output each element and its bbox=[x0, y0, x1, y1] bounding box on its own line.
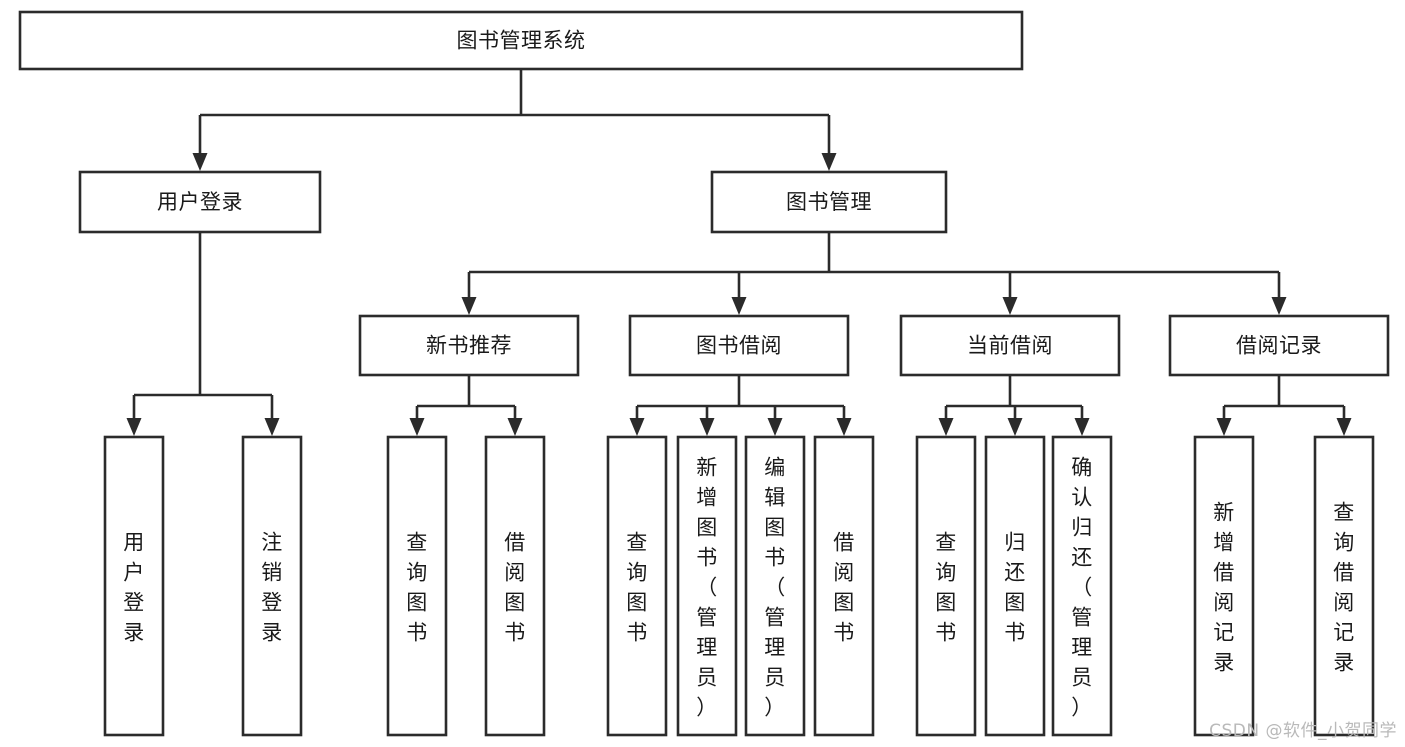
csdn-watermark: CSDN @软件_小贺同学 bbox=[1209, 721, 1397, 741]
node-box-leaf-edit-book[interactable] bbox=[744, 435, 806, 737]
node-label-leaf-query-record: 查询借阅记录 bbox=[1333, 500, 1355, 674]
node-label-borrow-records: 借阅记录 bbox=[1236, 334, 1322, 358]
node-new-book-recommend[interactable]: 新书推荐 bbox=[358, 314, 580, 377]
node-box-user-login[interactable] bbox=[78, 170, 322, 234]
arrow-head-icon bbox=[1216, 418, 1232, 436]
arrow-head-icon bbox=[1336, 418, 1352, 436]
node-label-leaf-edit-book: 编辑图书（管理员） bbox=[764, 455, 786, 719]
node-box-new-book-recommend[interactable] bbox=[358, 314, 580, 377]
arrow-head-icon bbox=[264, 418, 280, 436]
arrow-head-icon bbox=[731, 297, 747, 315]
node-leaf-edit-book[interactable]: 编辑图书（管理员） bbox=[744, 435, 806, 737]
node-box-leaf-query-book-2[interactable] bbox=[606, 435, 668, 737]
node-leaf-borrow-book-1[interactable]: 借阅图书 bbox=[484, 435, 546, 737]
node-box-leaf-confirm-return[interactable] bbox=[1051, 435, 1113, 737]
node-box-leaf-query-book-3[interactable] bbox=[915, 435, 977, 737]
node-label-book-management: 图书管理 bbox=[786, 190, 872, 214]
node-leaf-add-record[interactable]: 新增借阅记录 bbox=[1193, 435, 1255, 737]
node-user-login[interactable]: 用户登录 bbox=[78, 170, 322, 234]
node-root[interactable]: 图书管理系统 bbox=[18, 10, 1024, 71]
arrow-head-icon bbox=[938, 418, 954, 436]
node-label-leaf-query-book-2: 查询图书 bbox=[626, 530, 648, 644]
node-label-leaf-add-book: 新增图书（管理员） bbox=[696, 455, 718, 719]
connector-group-user-login bbox=[126, 232, 280, 436]
node-label-leaf-borrow-book-1: 借阅图书 bbox=[504, 530, 526, 644]
node-box-leaf-add-book[interactable] bbox=[676, 435, 738, 737]
node-leaf-logout[interactable]: 注销登录 bbox=[241, 435, 303, 737]
node-label-leaf-query-book-1: 查询图书 bbox=[406, 530, 428, 644]
node-label-current-borrow: 当前借阅 bbox=[967, 334, 1053, 358]
node-label-leaf-return-book: 归还图书 bbox=[1004, 530, 1026, 644]
node-box-borrow-records[interactable] bbox=[1168, 314, 1390, 377]
connector-group-book-management bbox=[461, 232, 1287, 315]
node-leaf-add-book[interactable]: 新增图书（管理员） bbox=[676, 435, 738, 737]
node-box-leaf-borrow-book-1[interactable] bbox=[484, 435, 546, 737]
arrow-head-icon bbox=[1007, 418, 1023, 436]
node-label-leaf-logout: 注销登录 bbox=[261, 530, 283, 644]
node-label-leaf-confirm-return: 确认归还（管理员） bbox=[1071, 455, 1093, 719]
connector-group-borrow-records bbox=[1216, 375, 1352, 436]
node-leaf-user-login[interactable]: 用户登录 bbox=[103, 435, 165, 737]
node-label-leaf-add-record: 新增借阅记录 bbox=[1213, 500, 1235, 674]
node-box-leaf-query-record[interactable] bbox=[1313, 435, 1375, 737]
node-leaf-confirm-return[interactable]: 确认归还（管理员） bbox=[1051, 435, 1113, 737]
arrow-head-icon bbox=[821, 153, 837, 171]
node-box-book-management[interactable] bbox=[710, 170, 948, 234]
connector-group-new-book-recommend bbox=[409, 375, 523, 436]
arrow-head-icon bbox=[629, 418, 645, 436]
arrow-head-icon bbox=[699, 418, 715, 436]
arrow-head-icon bbox=[836, 418, 852, 436]
node-label-leaf-query-book-3: 查询图书 bbox=[935, 530, 957, 644]
node-leaf-query-book-3[interactable]: 查询图书 bbox=[915, 435, 977, 737]
node-leaf-borrow-book-2[interactable]: 借阅图书 bbox=[813, 435, 875, 737]
node-box-leaf-logout[interactable] bbox=[241, 435, 303, 737]
node-label-book-borrow: 图书借阅 bbox=[696, 334, 782, 358]
connector-layer bbox=[126, 69, 1352, 436]
node-label-user-login: 用户登录 bbox=[157, 190, 243, 214]
node-box-root[interactable] bbox=[18, 10, 1024, 71]
connector-group-current-borrow bbox=[938, 375, 1090, 436]
node-box-book-borrow[interactable] bbox=[628, 314, 850, 377]
arrow-head-icon bbox=[1271, 297, 1287, 315]
node-label-leaf-user-login: 用户登录 bbox=[123, 530, 145, 644]
node-book-management[interactable]: 图书管理 bbox=[710, 170, 948, 234]
node-box-leaf-user-login[interactable] bbox=[103, 435, 165, 737]
node-leaf-query-book-2[interactable]: 查询图书 bbox=[606, 435, 668, 737]
node-current-borrow[interactable]: 当前借阅 bbox=[899, 314, 1121, 377]
node-leaf-query-book-1[interactable]: 查询图书 bbox=[386, 435, 448, 737]
node-label-root: 图书管理系统 bbox=[457, 29, 586, 53]
node-box-leaf-return-book[interactable] bbox=[984, 435, 1046, 737]
arrow-head-icon bbox=[1002, 297, 1018, 315]
node-layer: 图书管理系统用户登录图书管理新书推荐图书借阅当前借阅借阅记录用户登录注销登录查询… bbox=[18, 10, 1390, 737]
arrow-head-icon bbox=[461, 297, 477, 315]
node-label-leaf-borrow-book-2: 借阅图书 bbox=[833, 530, 855, 644]
arrow-head-icon bbox=[1074, 418, 1090, 436]
node-label-new-book-recommend: 新书推荐 bbox=[426, 334, 512, 358]
arrow-head-icon bbox=[767, 418, 783, 436]
arrow-head-icon bbox=[126, 418, 142, 436]
node-leaf-return-book[interactable]: 归还图书 bbox=[984, 435, 1046, 737]
node-box-leaf-add-record[interactable] bbox=[1193, 435, 1255, 737]
node-leaf-query-record[interactable]: 查询借阅记录 bbox=[1313, 435, 1375, 737]
connector-group-root bbox=[192, 69, 837, 171]
arrow-head-icon bbox=[409, 418, 425, 436]
arrow-head-icon bbox=[507, 418, 523, 436]
node-box-leaf-borrow-book-2[interactable] bbox=[813, 435, 875, 737]
node-box-current-borrow[interactable] bbox=[899, 314, 1121, 377]
node-book-borrow[interactable]: 图书借阅 bbox=[628, 314, 850, 377]
arrow-head-icon bbox=[192, 153, 208, 171]
connector-group-book-borrow bbox=[629, 375, 852, 436]
node-borrow-records[interactable]: 借阅记录 bbox=[1168, 314, 1390, 377]
node-box-leaf-query-book-1[interactable] bbox=[386, 435, 448, 737]
